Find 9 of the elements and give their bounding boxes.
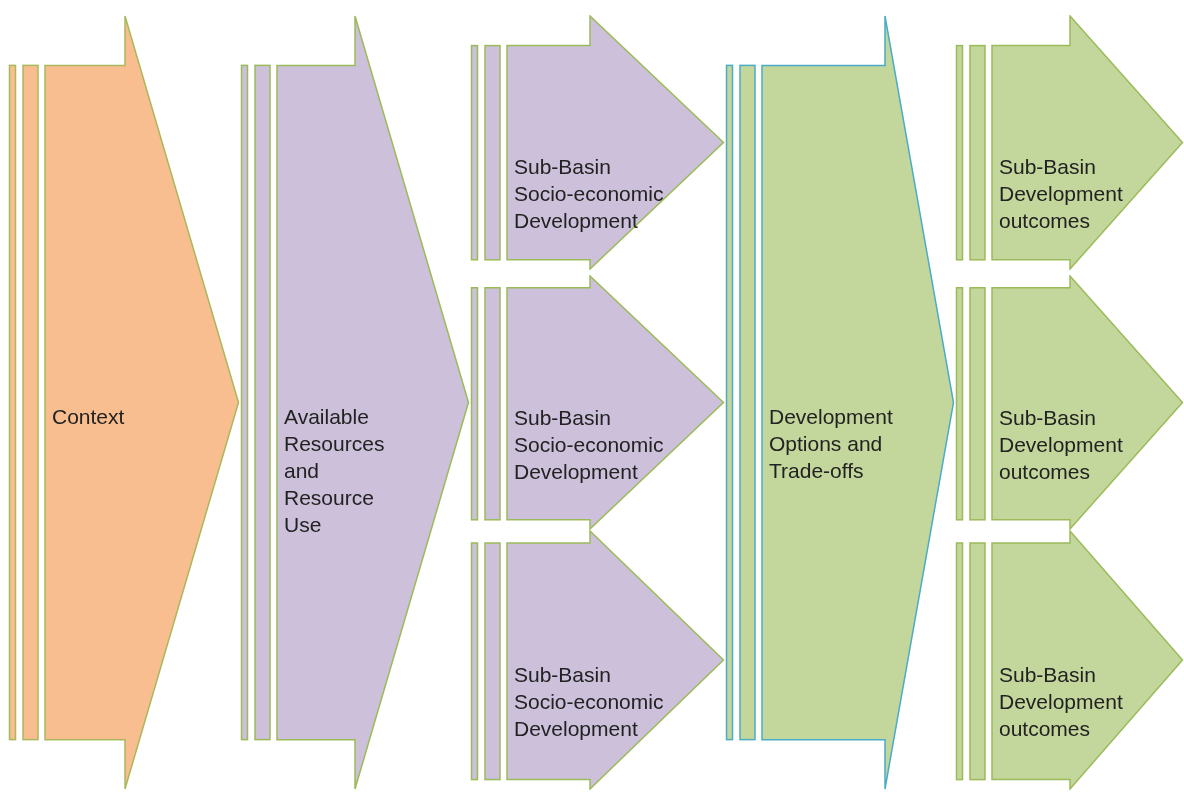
step-label: Sub-Basin Socio-economic Development [514,662,665,743]
step-label: Context [52,403,126,430]
step-label: Sub-Basin Socio-economic Development [514,404,665,485]
step-label: Sub-Basin Development outcomes [999,153,1124,234]
step-label: Sub-Basin Socio-economic Development [514,153,665,234]
step-label: Sub-Basin Development outcomes [999,662,1124,743]
step-label: Available Resources and Resource Use [284,403,386,538]
step-label: Sub-Basin Development outcomes [999,404,1124,485]
step-label: Development Options and Trade-offs [769,403,894,484]
